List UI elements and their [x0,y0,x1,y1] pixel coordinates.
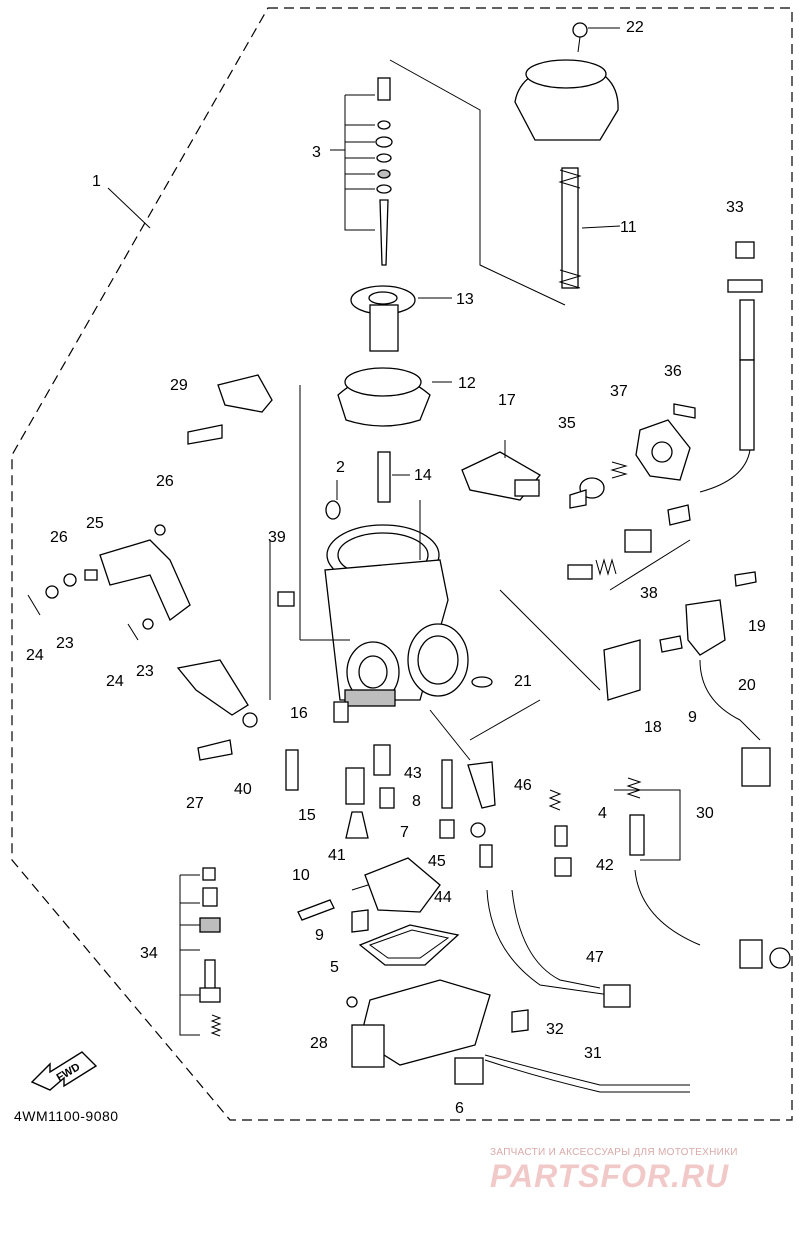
part-sensor-20 [603,571,771,787]
part-screw-2 [325,480,341,520]
callout-3: 3 [312,144,321,161]
part-jet-14 [377,451,410,503]
callout-35: 35 [558,415,576,432]
part-bracket-26 [27,524,191,641]
part-enricher-35 [569,461,628,509]
part-spring [558,167,621,289]
callout-24b: 24 [106,673,124,690]
part-adjuster-38 [567,529,652,580]
callout-9a: 9 [315,927,324,944]
callout-labels: 1 2 3 4 5 6 7 8 9 9 10 11 12 13 14 15 16… [26,19,766,1117]
leader-lines [107,187,691,761]
part-lever-27 [176,659,258,761]
callout-42: 42 [596,857,614,874]
callout-12: 12 [458,375,476,392]
part-jet-7 [439,819,455,839]
callout-22: 22 [626,19,644,36]
callout-11: 11 [620,219,637,236]
callout-17: 17 [498,392,516,409]
callout-9b: 9 [688,709,697,726]
callout-43: 43 [404,765,422,782]
callout-2: 2 [336,459,345,476]
callout-7: 7 [400,824,409,841]
callout-39: 39 [268,529,286,546]
part-jet-8 [379,787,395,809]
part-tube-10 [297,759,453,921]
callout-28: 28 [310,1035,328,1052]
callout-25: 25 [86,515,104,532]
callout-37: 37 [610,383,628,400]
callout-30: 30 [696,805,714,822]
callout-40: 40 [234,781,252,798]
part-jet-43 [373,744,391,776]
callout-1: 1 [92,173,101,190]
callout-24a: 24 [26,647,44,664]
callout-36: 36 [664,363,682,380]
watermark-logo: PARTSFOR.RU [490,1158,730,1194]
callout-20: 20 [738,677,756,694]
callout-23a: 23 [56,635,74,652]
callout-46: 46 [514,777,532,794]
part-jet-40 [285,749,299,791]
part-float-bowl [351,979,491,1085]
part-lever-29 [187,374,273,445]
callout-5: 5 [330,959,339,976]
callout-31: 31 [584,1045,602,1062]
part-top-cap [514,22,620,141]
part-screw-36 [673,403,696,419]
callout-34: 34 [140,945,158,962]
callout-13: 13 [456,291,474,308]
part-piston-diaphragm [337,285,452,427]
part-screw-16 [333,701,349,723]
part-float-41 [351,857,441,913]
part-cable-33 [667,241,763,526]
callout-26a: 26 [156,473,174,490]
part-carburetor-body [324,524,469,707]
callout-27: 27 [186,795,204,812]
part-jet-stack-34 [179,867,222,1037]
callout-33: 33 [726,199,744,216]
callout-32: 32 [546,1021,564,1038]
callout-26b: 26 [50,529,68,546]
part-jets-right [467,761,681,877]
part-screws-misc [277,591,529,1033]
callout-6: 6 [455,1100,464,1117]
forward-arrow-icon: FWD [30,1051,98,1091]
callout-29: 29 [170,377,188,394]
part-jet-15 [345,767,369,839]
part-needle-set [330,59,566,306]
callout-10: 10 [292,867,310,884]
callout-41: 41 [328,847,346,864]
callout-19: 19 [748,618,766,635]
callout-44: 44 [434,889,452,906]
diagram-code: 4WM1100-9080 [14,1108,119,1124]
callout-14: 14 [414,467,432,484]
callout-47: 47 [586,949,604,966]
part-hoses [484,869,791,1093]
callout-23b: 23 [136,663,154,680]
part-cover-37 [635,419,691,481]
callout-18: 18 [644,719,662,736]
callout-4: 4 [598,805,607,822]
callout-16: 16 [290,705,308,722]
part-choke-plunger [461,440,541,501]
callout-15: 15 [298,807,316,824]
callout-21: 21 [514,673,532,690]
watermark-caption: ЗАПЧАСТИ И АКСЕССУАРЫ ДЛЯ МОТОТЕХНИКИ [490,1147,738,1158]
part-gasket-5 [358,924,460,966]
assembly-outline [11,7,793,1121]
callout-45: 45 [428,853,446,870]
callout-38: 38 [640,585,658,602]
callout-8: 8 [412,793,421,810]
